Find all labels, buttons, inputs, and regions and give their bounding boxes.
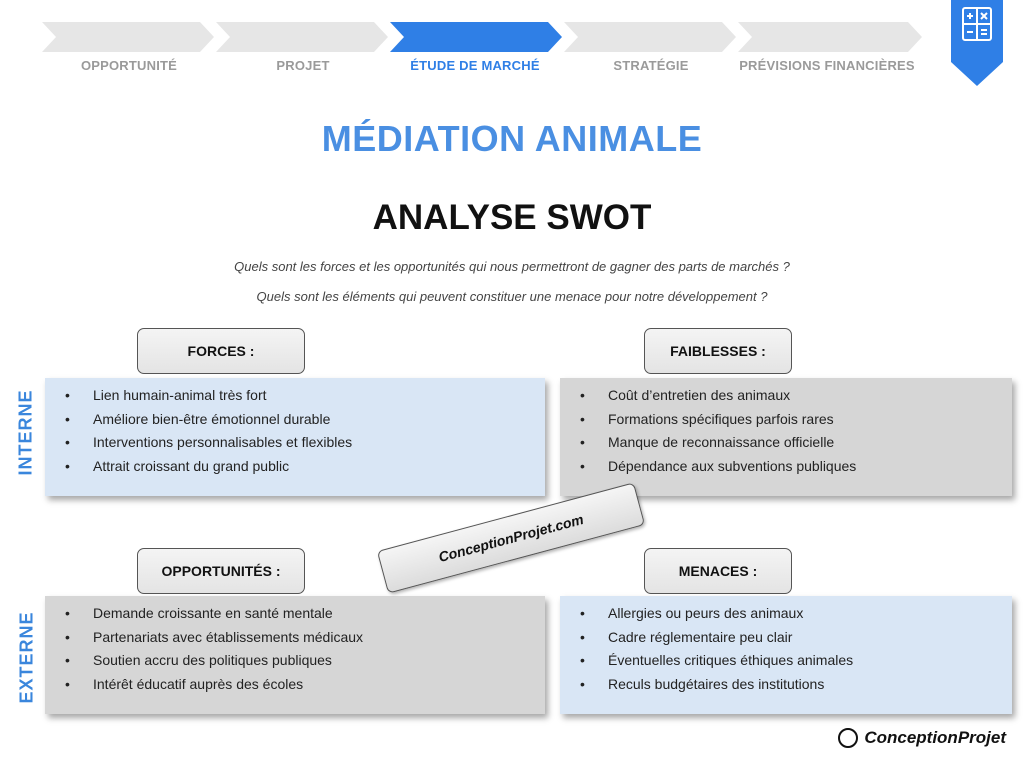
bookmark-badge <box>951 0 1003 86</box>
step-arrow-5[interactable] <box>738 22 922 52</box>
footer-brand: ConceptionProjet <box>864 728 1006 747</box>
list-item: Interventions personnalisables et flexib… <box>65 431 545 455</box>
quadrant-menaces: Allergies ou peurs des animaux Cadre rég… <box>560 596 1012 714</box>
list-item: Intérêt éducatif auprès des écoles <box>65 673 545 697</box>
axis-label-externe: EXTERNE <box>16 611 37 704</box>
step-arrow-2[interactable] <box>216 22 388 52</box>
list-item: Attrait croissant du grand public <box>65 455 545 479</box>
quadrant-forces: Lien humain-animal très fort Améliore bi… <box>45 378 545 496</box>
question-2: Quels sont les éléments qui peuvent cons… <box>256 289 768 304</box>
heading-faiblesses: FAIBLESSES : <box>644 328 792 374</box>
list-item: Éventuelles critiques éthiques animales <box>580 649 1012 673</box>
page-title: MÉDIATION ANIMALE <box>321 118 703 159</box>
question-1: Quels sont les forces et les opportunité… <box>234 259 790 274</box>
heading-forces: FORCES : <box>137 328 305 374</box>
process-steps <box>42 22 922 52</box>
list-item: Soutien accru des politiques publiques <box>65 649 545 673</box>
section-title: ANALYSE SWOT <box>372 198 652 237</box>
footer-logo: ConceptionProjet <box>838 728 1006 748</box>
list-item: Demande croissante en santé mentale <box>65 602 545 626</box>
list-item: Améliore bien-être émotionnel durable <box>65 408 545 432</box>
axis-label-interne: INTERNE <box>15 389 36 476</box>
step-label-previsions-financieres: PRÉVISIONS FINANCIÈRES <box>739 58 915 73</box>
step-arrow-1[interactable] <box>42 22 214 52</box>
list-item: Reculs budgétaires des institutions <box>580 673 1012 697</box>
step-arrow-3[interactable] <box>390 22 562 52</box>
list-item: Formations spécifiques parfois rares <box>580 408 1012 432</box>
step-label-projet: PROJET <box>276 58 330 73</box>
step-label-strategie: STRATÉGIE <box>613 58 689 73</box>
heading-menaces: MENACES : <box>644 548 792 594</box>
watermark-stamp: ConceptionProjet.com <box>376 482 646 594</box>
list-item: Allergies ou peurs des animaux <box>580 602 1012 626</box>
list-item: Manque de reconnaissance officielle <box>580 431 1012 455</box>
list-item: Coût d’entretien des animaux <box>580 384 1012 408</box>
step-label-opportunite: OPPORTUNITÉ <box>80 58 178 73</box>
logo-icon <box>838 728 859 748</box>
quadrant-opportunites: Demande croissante en santé mentale Part… <box>45 596 545 714</box>
list-item: Dépendance aux subventions publiques <box>580 455 1012 479</box>
list-item: Partenariats avec établissements médicau… <box>65 626 545 650</box>
list-item: Cadre réglementaire peu clair <box>580 626 1012 650</box>
step-label-etude-de-marche: ÉTUDE DE MARCHÉ <box>410 58 540 73</box>
step-arrow-4[interactable] <box>564 22 736 52</box>
list-item: Lien humain-animal très fort <box>65 384 545 408</box>
calculator-icon <box>962 7 992 41</box>
quadrant-faiblesses: Coût d’entretien des animaux Formations … <box>560 378 1012 496</box>
heading-opportunites: OPPORTUNITÉS : <box>137 548 305 594</box>
